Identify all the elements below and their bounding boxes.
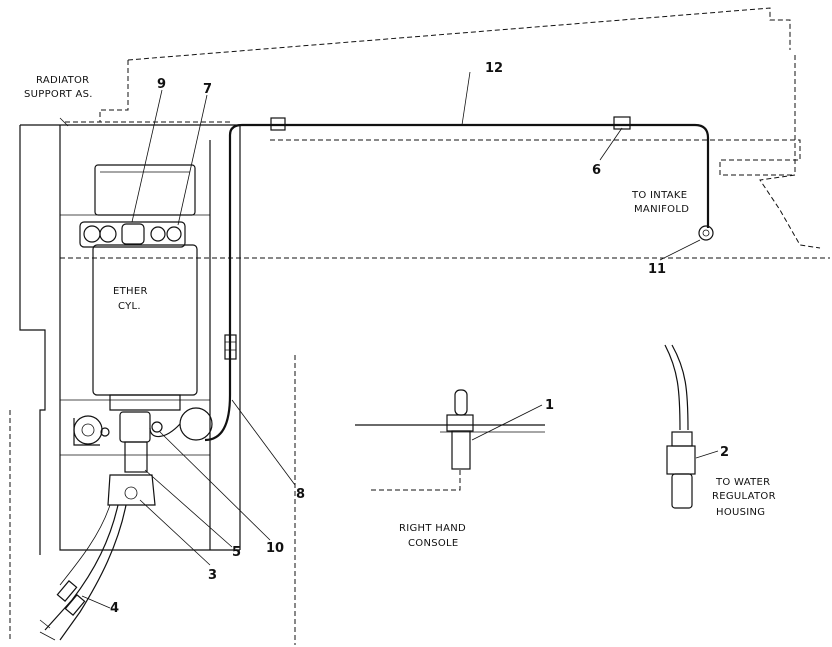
engine-outline [9,7,830,645]
console-label-line1: RIGHT HAND [399,523,466,534]
callout-8: 8 [296,487,305,502]
leader-lines [59,71,719,609]
radiator-support-frame [19,124,241,555]
radiator-label-line2: SUPPORT AS. [24,89,93,100]
solenoid-wires [39,504,127,641]
callout-2: 2 [720,445,729,460]
water-label-line3: HOUSING [716,507,765,518]
intake-label-line1: TO INTAKE [631,190,687,201]
water-temp-switch [664,344,696,509]
callout-10: 10 [266,541,284,556]
console-label-line2: CONSOLE [408,538,459,549]
radiator-label-line1: RADIATOR [36,75,89,86]
water-label-line1: TO WATER [715,477,770,488]
callout-1: 1 [545,398,554,413]
callout-7: 7 [203,82,212,97]
ether-label-line2: CYL. [118,301,141,312]
ether-line [204,116,714,442]
start-switch [355,389,545,491]
water-label-line2: REGULATOR [712,491,776,502]
callout-6: 6 [592,163,601,178]
callout-11: 11 [648,262,666,277]
callout-9: 9 [157,77,166,92]
cylinder-mounting-clamp [79,221,186,248]
intake-label-line2: MANIFOLD [634,204,689,215]
callout-3: 3 [208,568,217,583]
callout-12: 12 [485,61,503,76]
callout-4: 4 [110,601,119,616]
callout-5: 5 [232,545,241,560]
ether-label-line1: ETHER [113,286,148,297]
valve-assembly [73,407,213,506]
